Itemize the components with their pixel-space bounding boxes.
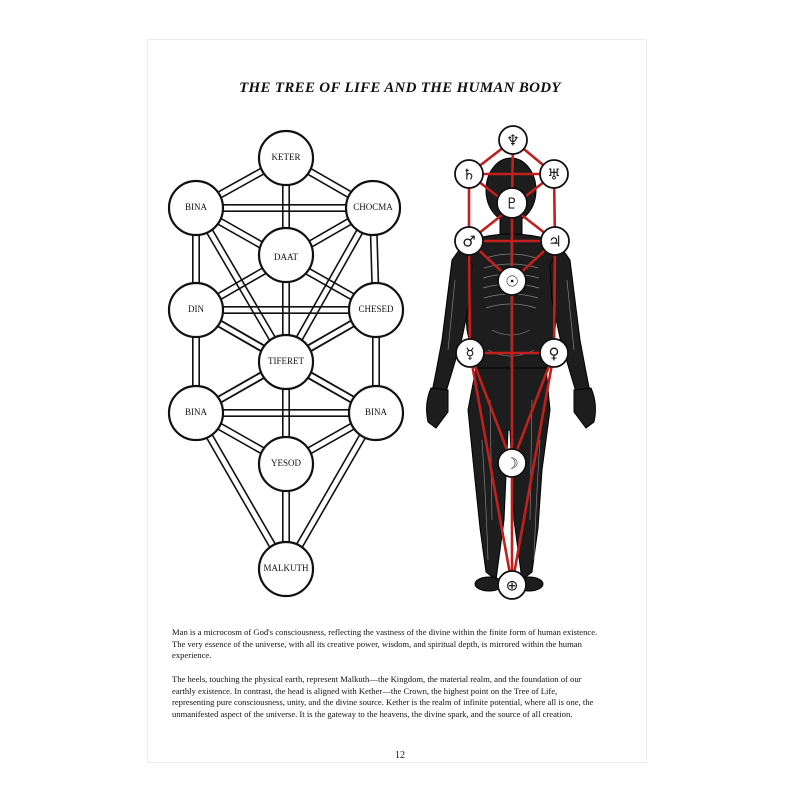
paragraph-heels-and-head: The heels, touching the physical earth, … (172, 674, 594, 719)
tree-path-line (288, 414, 380, 571)
sephira-label: CHESED (358, 304, 394, 314)
uranus-icon: ♅ (539, 159, 569, 189)
sephira-din: DIN (167, 281, 225, 339)
svg-text:☿: ☿ (465, 345, 474, 363)
sephira-label: YESOD (271, 458, 302, 468)
tree-path-line (282, 206, 371, 361)
sephira-label: BINA (185, 407, 207, 417)
sephira-label: MALKUTH (264, 563, 309, 573)
sephira-label: CHOCMA (353, 202, 393, 212)
tree-path-line (198, 411, 290, 568)
sephira-tiferet: TIFERET (257, 333, 315, 391)
svg-text:♅: ♅ (547, 166, 560, 184)
sephira-label: DAAT (274, 252, 299, 262)
sephira-bina-top: BINA (167, 179, 225, 237)
red-path-line (468, 351, 514, 587)
sephira-chocma: CHOCMA (344, 179, 402, 237)
sephira-yesod: YESOD (257, 435, 315, 493)
page-title: THE TREE OF LIFE AND THE HUMAN BODY (239, 80, 561, 96)
sun-icon: ☉ (497, 266, 527, 296)
tree-path-line (192, 209, 284, 365)
red-path-line (510, 351, 556, 587)
sephira-chesed: CHESED (347, 281, 405, 339)
neptune-icon: ♆ (498, 125, 528, 155)
sephira-bina-left: BINA (167, 384, 225, 442)
moon-icon: ☽ (497, 448, 527, 478)
svg-text:☉: ☉ (505, 273, 518, 291)
svg-text:♇: ♇ (505, 195, 518, 213)
red-path-line (552, 239, 557, 355)
svg-text:⊕: ⊕ (506, 577, 519, 595)
svg-text:♄: ♄ (462, 166, 475, 184)
sephira-malkuth: MALKUTH (257, 540, 315, 598)
tree-path-line (282, 411, 374, 568)
red-path-line (468, 351, 514, 465)
sephira-daat: DAAT (257, 226, 315, 284)
page-number: 12 (395, 750, 405, 761)
tree-path-line (198, 205, 290, 361)
tree-path-line (288, 209, 377, 364)
svg-text:♃: ♃ (548, 233, 561, 251)
tree-of-life-diagram: KETER CHOCMA BINA DAAT CHESED DIN TIFERE… (167, 129, 405, 598)
venus-icon: ♀ (539, 338, 569, 368)
sephira-label: BINA (365, 407, 387, 417)
sephira-label: KETER (272, 152, 301, 162)
sephira-label: DIN (188, 304, 204, 314)
sephira-keter: KETER (257, 129, 315, 187)
planet-symbols: ♆ ♄ ♅ ♇ ♂ ♃ ☉ ☿ ♀ ☽ ⊕ (454, 125, 570, 600)
pluto-icon: ♇ (496, 187, 528, 219)
tree-nodes: KETER CHOCMA BINA DAAT CHESED DIN TIFERE… (167, 129, 405, 598)
paragraph-microcosm: Man is a microcosm of God's consciousnes… (172, 627, 598, 661)
svg-text:☽: ☽ (505, 455, 518, 473)
earth-icon: ⊕ (497, 570, 527, 600)
sephira-label: TIFERET (268, 356, 304, 366)
red-path-line (467, 239, 472, 355)
saturn-icon: ♄ (454, 159, 484, 189)
mars-icon: ♂ (454, 226, 484, 256)
sephira-bina-right: BINA (347, 384, 405, 442)
svg-text:♆: ♆ (506, 132, 519, 150)
red-path-line (510, 351, 556, 465)
tree-path-line (192, 414, 284, 571)
svg-text:♂: ♂ (462, 233, 475, 251)
svg-text:♀: ♀ (549, 345, 560, 363)
jupiter-icon: ♃ (540, 226, 570, 256)
anatomical-body-figure: ♆ ♄ ♅ ♇ ♂ ♃ ☉ ☿ ♀ ☽ ⊕ (426, 125, 596, 600)
sephira-label: BINA (185, 202, 207, 212)
mercury-icon: ☿ (455, 338, 485, 368)
